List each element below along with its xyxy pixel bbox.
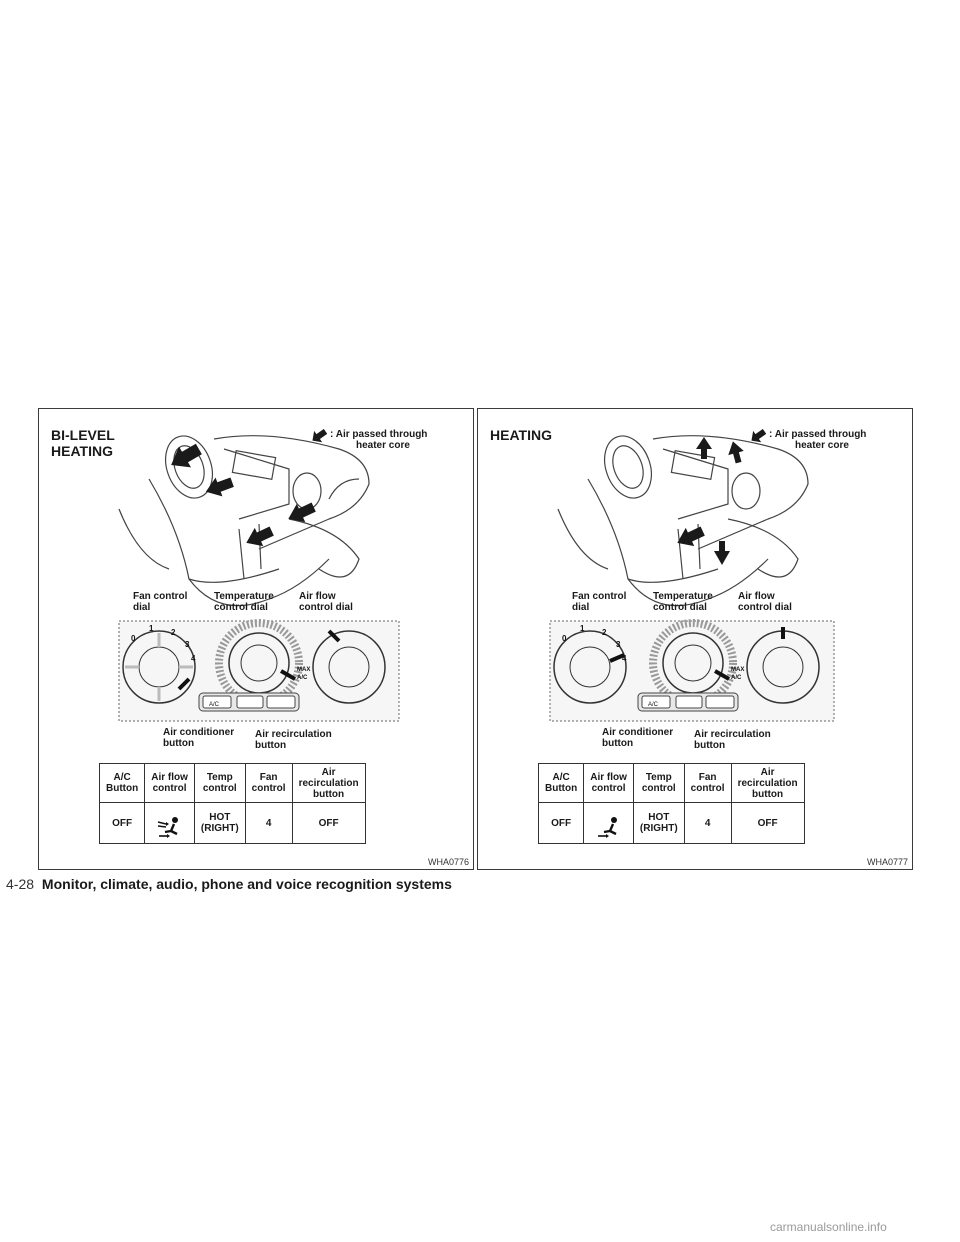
fan-mark-1: 1 [149, 624, 154, 633]
rear-defrost-button [675, 695, 703, 709]
settings-table: A/C Button Air flow control Temp control… [98, 763, 366, 844]
header-air-flow-control: Air flow control [583, 763, 634, 803]
mode-mark-ac: A/C [297, 675, 308, 681]
dashboard-illustration: 0 1 2 3 4 MAX A/C A/C [118, 435, 400, 722]
button-row: A/C [637, 692, 739, 712]
dashboard-illustration: 0 1 2 3 4 MAX A/C A/C [549, 435, 835, 722]
panel-title: BI-LEVEL HEATING [51, 427, 115, 459]
heater-air-arrow-icon [312, 429, 327, 443]
airflow-arrow [246, 526, 274, 547]
ac-button [202, 695, 232, 709]
label-air-flow-control-dial: Air flow control dial [738, 591, 792, 613]
fan-mark-1: 1 [580, 624, 585, 633]
airflow-arrow [696, 437, 712, 459]
mode-mark-max: MAX [297, 667, 310, 673]
steering-wheel [165, 435, 213, 499]
temperature-control-dial [215, 619, 303, 707]
fan-mark-2: 2 [171, 628, 176, 637]
airflow-arrow [205, 477, 234, 497]
temperature-control-dial [649, 619, 737, 707]
table-row: OFF HOT (RIGHT) 4 OFF [537, 802, 805, 844]
ac-button-label: A/C [648, 702, 659, 708]
settings-table: A/C Button Air flow control Temp control… [537, 763, 805, 844]
cell-air-flow [583, 802, 634, 844]
header-ac-button: A/C Button [537, 763, 585, 803]
figure-code: WHA0776 [427, 857, 469, 867]
rear-defrost-button [236, 695, 264, 709]
header-temp-control: Temp control [193, 763, 246, 803]
panel-title: HEATING [490, 427, 552, 443]
header-air-recirculation: Air recirculation button [730, 763, 805, 803]
fan-mark-0: 0 [131, 634, 136, 643]
cell-recirculation: OFF [730, 802, 805, 844]
figure-code: WHA0777 [866, 857, 908, 867]
mode-mark-max: MAX [731, 667, 744, 673]
air-recirculation-button [705, 695, 735, 709]
header-air-flow-control: Air flow control [144, 763, 195, 803]
fan-mark-3: 3 [185, 640, 190, 649]
cell-recirculation: OFF [291, 802, 366, 844]
airflow-arrow [677, 526, 705, 547]
fan-mark-0: 0 [562, 634, 567, 643]
label-fan-control-dial: Fan control dial [572, 591, 627, 613]
mode-mark-ac: A/C [731, 675, 742, 681]
table-header-row: A/C Button Air flow control Temp control… [98, 763, 366, 803]
label-air-conditioner-button: Air conditioner button [163, 727, 235, 749]
cell-air-flow [144, 802, 195, 844]
label-fan-control-dial: Fan control dial [133, 591, 188, 613]
header-air-recirculation: Air recirculation button [291, 763, 366, 803]
fan-mark-2: 2 [602, 628, 607, 637]
section-title: Monitor, climate, audio, phone and voice… [41, 876, 452, 892]
header-temp-control: Temp control [632, 763, 685, 803]
label-temperature-control-dial: Temperature control dial [653, 591, 713, 613]
fan-mark-3: 3 [616, 640, 621, 649]
table-header-row: A/C Button Air flow control Temp control… [537, 763, 805, 803]
cell-temp: HOT (RIGHT) [632, 802, 685, 844]
button-row: A/C [198, 692, 300, 712]
fan-mark-4: 4 [622, 654, 627, 663]
label-air-conditioner-button: Air conditioner button [602, 727, 674, 749]
header-ac-button: A/C Button [98, 763, 146, 803]
cell-ac: OFF [537, 802, 585, 844]
header-fan-control: Fan control [244, 763, 293, 803]
cell-temp: HOT (RIGHT) [193, 802, 246, 844]
fan-mark-4: 4 [191, 654, 196, 663]
bi-level-vent-icon [157, 817, 178, 838]
air-flow-control-dial [312, 629, 386, 704]
cell-fan: 4 [683, 802, 732, 844]
airflow-arrow [288, 502, 316, 523]
header-fan-control: Fan control [683, 763, 732, 803]
label-air-recirculation-button: Air recirculation button [694, 729, 771, 751]
airflow-arrow [714, 541, 730, 565]
airflow-arrow [728, 441, 744, 464]
cell-fan: 4 [244, 802, 293, 844]
cell-ac: OFF [98, 802, 146, 844]
air-recirculation-button [266, 695, 296, 709]
page-number: 4-28 [6, 876, 35, 892]
fan-control-dial [122, 630, 196, 704]
steering-wheel [604, 435, 652, 499]
page-footer: 4-28 Monitor, climate, audio, phone and … [6, 876, 452, 892]
air-flow-control-dial [746, 627, 820, 704]
airflow-arrow [171, 443, 202, 468]
foot-vent-icon [597, 817, 617, 838]
ac-button-label: A/C [209, 702, 220, 708]
table-row: OFF HOT (RIGHT) 4 OFF [98, 802, 366, 844]
fan-control-dial [553, 630, 627, 704]
ac-button [641, 695, 671, 709]
label-air-recirculation-button: Air recirculation button [255, 729, 332, 751]
label-temperature-control-dial: Temperature control dial [214, 591, 274, 613]
label-air-flow-control-dial: Air flow control dial [299, 591, 353, 613]
watermark: carmanualsonline.info [770, 1220, 887, 1234]
heater-air-arrow-icon [751, 429, 766, 443]
